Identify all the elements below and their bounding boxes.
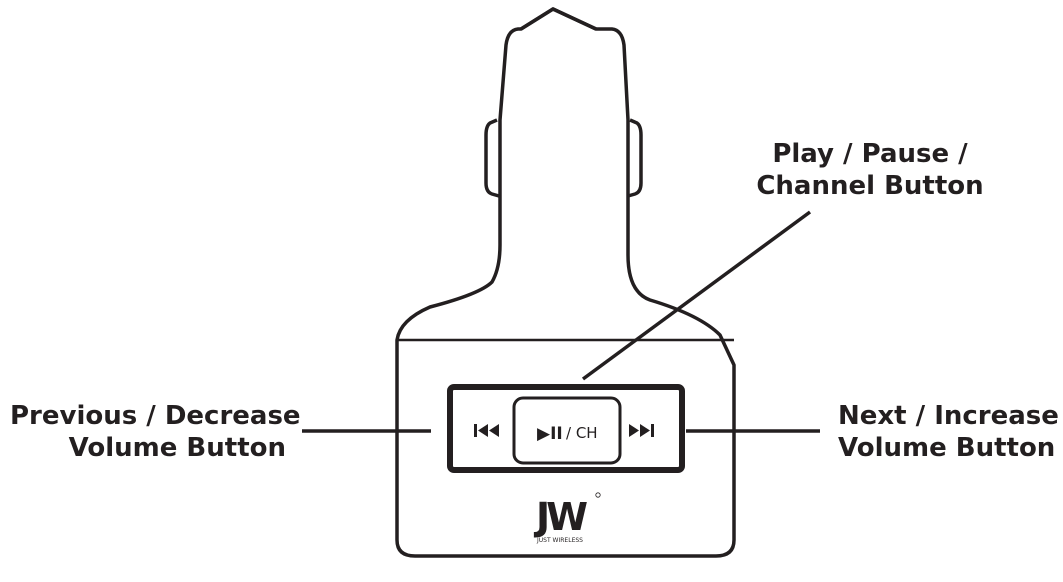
play-pause-channel-label: Play / Pause / Channel Button (740, 138, 1000, 202)
left-clip (484, 118, 500, 198)
play-pause-label-line2: Channel Button (756, 171, 984, 201)
tip-cap (520, 7, 597, 31)
previous-volume-label: Previous / Decrease Volume Button (10, 400, 301, 464)
device-outline (395, 7, 736, 558)
logo-mark: JW (533, 495, 587, 539)
previous-button[interactable] (460, 397, 512, 460)
next-volume-label: Next / Increase Volume Button (838, 400, 1059, 464)
play-pause-icon: ▶II (537, 424, 563, 444)
right-clip (627, 118, 643, 198)
previous-label-line2: Volume Button (68, 433, 286, 463)
next-label-line2: Volume Button (838, 433, 1056, 463)
play-pause-label-line1: Play / Pause / (772, 139, 968, 169)
just-wireless-logo: JW JUST WIRELESS (533, 492, 601, 544)
next-button[interactable] (622, 397, 674, 460)
play-pause-leader (581, 210, 812, 381)
previous-label-line1: Previous / Decrease (10, 401, 301, 431)
play-pause-channel-button[interactable]: ▶II / CH (512, 396, 622, 465)
next-label-line1: Next / Increase (838, 401, 1059, 431)
next-icon (629, 424, 654, 437)
previous-icon (474, 424, 499, 437)
channel-label: / CH (566, 424, 598, 442)
logo-text: JUST WIRELESS (536, 537, 583, 544)
